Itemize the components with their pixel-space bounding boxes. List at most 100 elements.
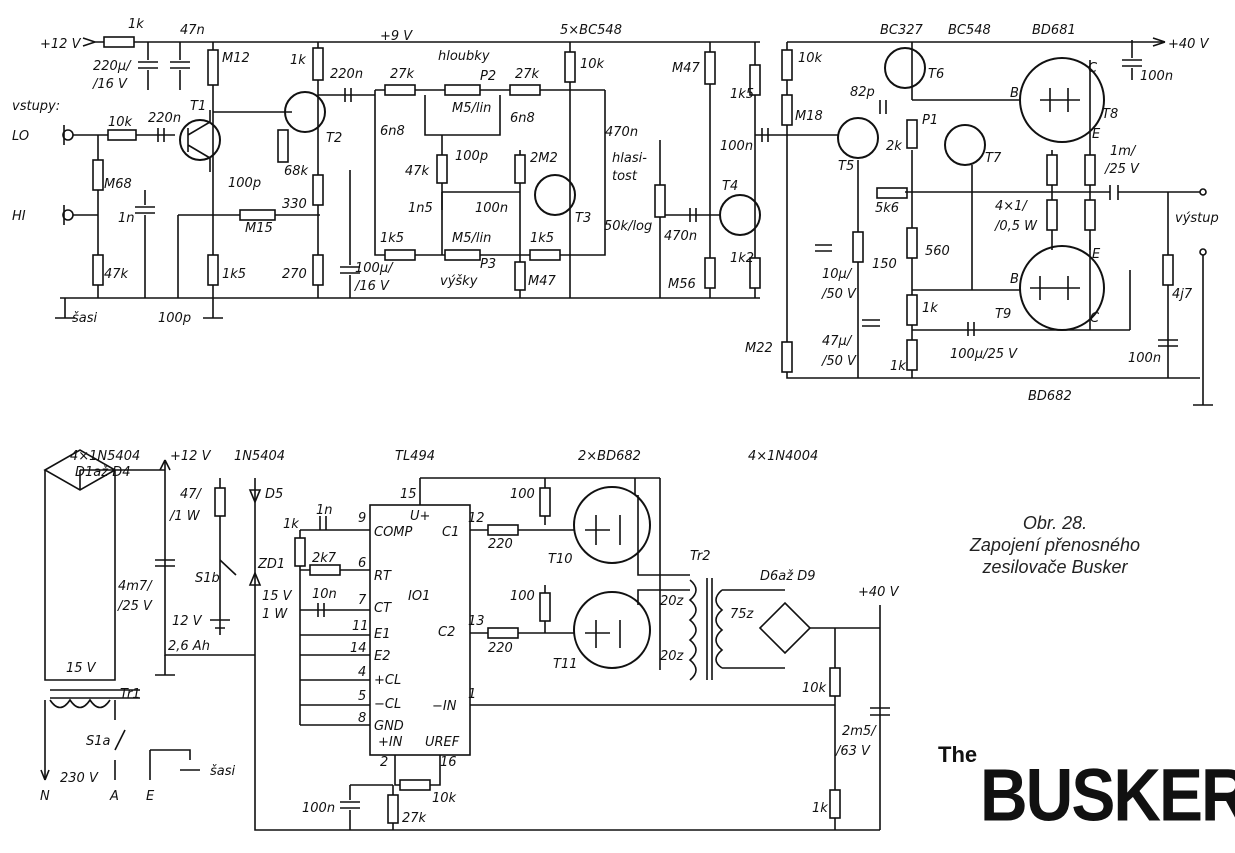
label-bass: hloubky xyxy=(438,49,490,64)
label-c2m5-2: /63 V xyxy=(835,744,871,759)
resistor-M47-b xyxy=(704,51,716,85)
label-rpow-2: /0,5 W xyxy=(994,219,1038,234)
label-lo: LO xyxy=(12,129,29,144)
label-c470n-b: 470n xyxy=(664,229,697,244)
label-tr1-v: 15 V xyxy=(66,661,97,676)
pin-1: 1 xyxy=(468,687,476,702)
output-terminal xyxy=(1199,188,1207,196)
label-T10: T10 xyxy=(548,552,572,567)
transistor-T5 xyxy=(837,117,879,159)
pin-16: 16 xyxy=(440,755,457,770)
label-hi: HI xyxy=(12,209,26,224)
label-M56: M56 xyxy=(668,277,696,292)
transistor-T11 xyxy=(573,591,651,669)
label-r10k-fb: 10k xyxy=(802,681,827,696)
label-N: N xyxy=(40,789,50,804)
logo-the: The xyxy=(938,742,978,767)
transistor-T1 xyxy=(179,119,221,161)
label-20z-b: 20z xyxy=(660,649,685,664)
label-P3: P3 xyxy=(480,257,496,272)
label-Tr1: Tr1 xyxy=(120,687,141,702)
label-r330: 330 xyxy=(282,197,307,212)
label-r10k: 10k xyxy=(108,115,133,130)
label-r27k-ic: 27k xyxy=(402,811,427,826)
transistor-T3 xyxy=(534,174,576,216)
label-c6n8-b: 6n8 xyxy=(510,111,535,126)
label-r100-a: 100 xyxy=(510,487,535,502)
label-c4m7-1: 4m7/ xyxy=(118,579,153,594)
label-BD681: BD681 xyxy=(1032,23,1076,38)
label-r270: 270 xyxy=(282,267,307,282)
resistor-1k xyxy=(103,36,135,48)
caption-line-1: Zapojení přenosného xyxy=(969,535,1141,555)
label-r150: 150 xyxy=(872,257,897,272)
label-output: výstup xyxy=(1175,211,1219,226)
resistor-27k-b xyxy=(509,84,541,96)
label-c100p-a: 100p xyxy=(158,311,191,326)
label-Tr2: Tr2 xyxy=(690,549,711,564)
label-c2m5-1: 2m5/ xyxy=(842,724,877,739)
label-c1m-2: /25 V xyxy=(1104,162,1140,177)
label-r100-b: 100 xyxy=(510,589,535,604)
label-c82p: 82p xyxy=(850,85,875,100)
pin-9: 9 xyxy=(358,511,366,526)
label-r27k-a: 27k xyxy=(390,67,415,82)
pot-P1 xyxy=(906,119,918,149)
label-r2M2: 2M2 xyxy=(530,151,558,166)
label-plus12-psu: +12 V xyxy=(170,449,212,464)
label-r10k-b: 10k xyxy=(580,57,605,72)
label-pot-vol: 50k/log xyxy=(604,219,652,234)
pin-5: 5 xyxy=(358,689,366,704)
resistor-4j7 xyxy=(1162,254,1174,286)
label-T6: T6 xyxy=(928,67,944,82)
pin-2: 2 xyxy=(380,755,388,770)
pin-minusCL: −CL xyxy=(374,697,401,712)
poweramp-section xyxy=(755,37,1213,406)
label-D6-D9: D6až D9 xyxy=(760,569,816,584)
pin-GND: GND xyxy=(374,719,404,734)
label-c4m7-2: /25 V xyxy=(117,599,153,614)
label-4x1N4004: 4×1N4004 xyxy=(748,449,818,464)
label-M68: M68 xyxy=(104,177,132,192)
label-c220n-a: 220n xyxy=(148,111,181,126)
pin-UREF: UREF xyxy=(425,735,460,750)
label-M15: M15 xyxy=(245,221,273,236)
transistor-T7 xyxy=(944,124,986,166)
preamp-section xyxy=(55,36,761,319)
resistor-1k-fb xyxy=(829,789,841,819)
resistor-0.5w-d xyxy=(1084,199,1096,231)
pin-8: 8 xyxy=(358,711,366,726)
resistor-0.5w-c xyxy=(1046,199,1058,231)
label-c100n-a: 100n xyxy=(475,201,508,216)
label-BC327: BC327 xyxy=(880,23,924,38)
busker-logo: The BUSKER xyxy=(938,742,1235,842)
pin-13: 13 xyxy=(468,614,485,629)
pin-minusIN: −IN xyxy=(432,699,457,714)
label-E: E xyxy=(146,789,155,804)
label-r2k7: 2k7 xyxy=(312,551,337,566)
label-volume-1: hlasi- xyxy=(612,151,647,166)
label-plus40-pa: +40 V xyxy=(1168,37,1210,52)
label-M22: M22 xyxy=(745,341,773,356)
pin-plusIN: +IN xyxy=(378,735,403,750)
resistor-220-a xyxy=(487,524,519,536)
psu-labels: 4×1N5404 D1až D4 +12 V 1N5404 D5 47/ /1 … xyxy=(40,449,293,804)
pin-CT: CT xyxy=(374,601,392,616)
resistor-1k5-d xyxy=(749,64,761,96)
resistor-M18 xyxy=(781,94,793,126)
label-T9: T9 xyxy=(995,307,1011,322)
label-r220-a: 220 xyxy=(488,537,513,552)
label-r220-b: 220 xyxy=(488,641,513,656)
resistor-M47 xyxy=(514,261,526,291)
label-c100u-1: 100µ/ xyxy=(355,261,394,276)
resistor-68k xyxy=(277,129,289,163)
label-230v: 230 V xyxy=(60,771,99,786)
label-r10k-pa: 10k xyxy=(798,51,823,66)
label-c100n-b: 100n xyxy=(720,139,753,154)
resistor-47k-b xyxy=(436,154,448,184)
label-c100n-pa: 100n xyxy=(1140,69,1173,84)
label-E-T8: E xyxy=(1092,127,1101,142)
label-r27k-b: 27k xyxy=(515,67,540,82)
label-P2v: M5/lin xyxy=(452,101,491,116)
label-P1: P1 xyxy=(922,113,938,128)
